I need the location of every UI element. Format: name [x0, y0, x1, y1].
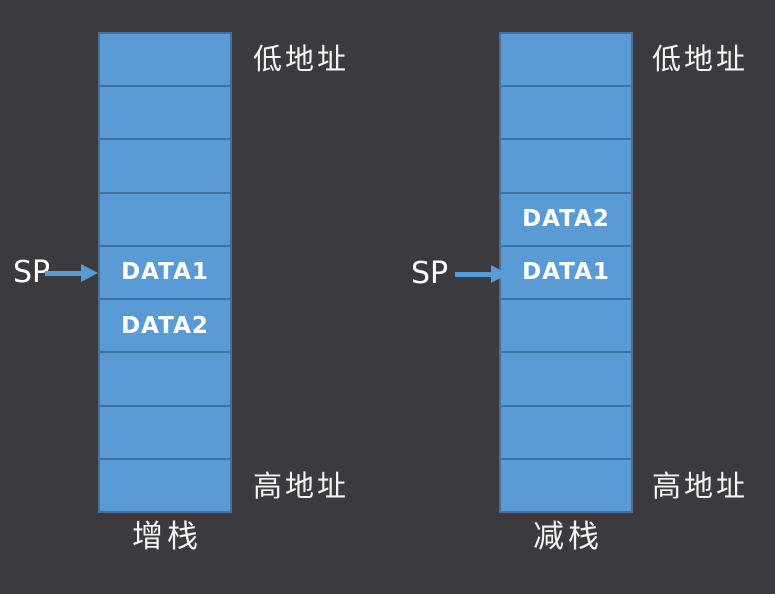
stack-cell	[501, 140, 631, 192]
arrow-stem	[45, 270, 82, 276]
stack-cell: DATA2	[100, 300, 230, 352]
stack-cell: DATA2	[501, 193, 631, 245]
arrow-head	[81, 264, 98, 282]
stack-cell	[100, 193, 230, 245]
stack-cell	[100, 353, 230, 405]
stack-cell	[100, 140, 230, 192]
ascending-stack-caption: 增栈	[132, 519, 202, 554]
sp-arrow-icon-right	[455, 265, 508, 283]
low-address-label-right: 低地址	[652, 44, 749, 76]
descending-stack-caption: 减栈	[533, 519, 603, 554]
sp-arrow-icon-left	[45, 264, 98, 282]
high-address-label-right: 高地址	[652, 471, 749, 503]
arrow-stem	[455, 271, 492, 277]
stack-cell: DATA1	[100, 246, 230, 299]
stack-cell	[501, 406, 631, 458]
stack-cell	[501, 459, 631, 511]
stack-cell	[100, 87, 230, 139]
stack-cell	[501, 34, 631, 86]
stack-cell	[100, 34, 230, 86]
sp-pointer-right: SP	[411, 256, 508, 292]
arrow-head	[491, 265, 508, 283]
stack-cell	[100, 459, 230, 511]
sp-label-right: SP	[411, 256, 449, 291]
high-address-label-left: 高地址	[253, 471, 350, 503]
stack-cell	[501, 300, 631, 352]
low-address-label-left: 低地址	[253, 44, 350, 76]
sp-pointer-left: SP	[13, 255, 103, 291]
stack-cell	[501, 87, 631, 139]
sp-label-left: SP	[13, 255, 51, 290]
stack-cell	[501, 353, 631, 405]
stack-cell: DATA1	[501, 246, 631, 299]
stack-cell	[100, 406, 230, 458]
